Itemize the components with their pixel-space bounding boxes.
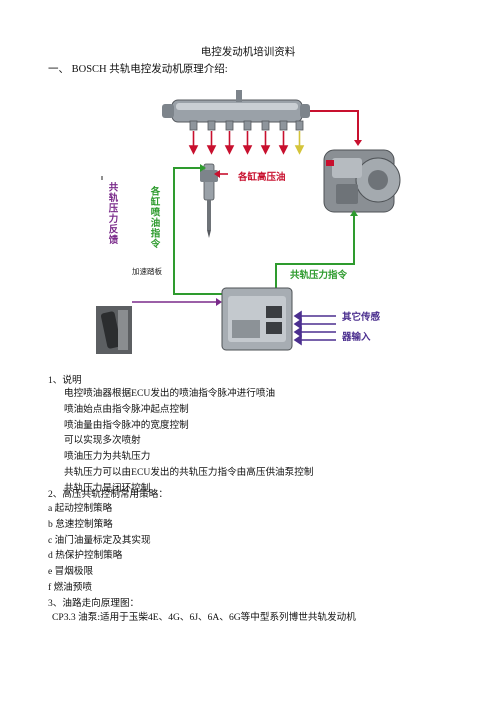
label-injector-command: 各缸喷油指令 (149, 185, 162, 249)
common-rail (162, 90, 310, 131)
list-item: f 燃油预喷 (48, 581, 92, 593)
section-1-list: 电控喷油器根据ECU发出的喷油指令脉冲进行喷油 喷油始点由指令脉冲起点控制 喷油… (64, 386, 313, 497)
common-rail-diagram: 共轨压力反馈 各缸喷油指令 各缸高压油 共轨压力指令 其它传感 器输入 加速踏板 (96, 90, 401, 354)
list-item: 电控喷油器根据ECU发出的喷油指令脉冲进行喷油 (64, 388, 276, 399)
rail-pressure-feedback-line (108, 94, 166, 178)
label-rail-pressure-command: 共轨压力指令 (290, 269, 348, 281)
sensor-input-arrows (293, 310, 336, 346)
list-item: 共轨压力是闭环控制 (64, 482, 151, 494)
section-3-body: CP3.3 油泵:适用于玉柴4E、4G、6J、6A、6G等中型系列博世共轨发动机 (52, 612, 356, 623)
section-2-list: a 起动控制策略 b 怠速控制策略 c 油门油量标定及其实现 d 热保护控制策略… (48, 501, 151, 596)
list-item: c 油门油量标定及其实现 (48, 534, 151, 546)
section-heading-bosch: 一、 BOSCH 共轨电控发动机原理介绍: (48, 64, 228, 75)
accelerator-pedal (96, 306, 132, 354)
rail-relief-arrow (294, 131, 305, 155)
label-accel-pedal: 加速踏板 (132, 266, 162, 276)
list-item: a 起动控制策略 (48, 503, 113, 514)
high-pressure-line (310, 110, 359, 142)
label-cylinder-high-pressure: 各缸高压油 (237, 171, 286, 183)
cylinder-pressure-arrows (188, 131, 289, 155)
section-1-title: 1、说明 (48, 375, 82, 386)
list-item: 喷油压力为共轨压力 (64, 451, 151, 463)
list-item: 喷油始点由指令脉冲起点控制 (64, 403, 189, 415)
document-title: 电控发动机培训资料 (200, 47, 296, 58)
list-item: 共轨压力可以由ECU发出的共轨压力指令由高压供油泵控制 (64, 466, 314, 478)
injector (200, 163, 218, 238)
rail-pressure-command-line (275, 212, 355, 290)
injector-command-line (173, 167, 224, 295)
list-item: d 热保护控制策略 (48, 550, 123, 562)
section-2-title: 2、高压共轨控制常用策略： (48, 489, 168, 500)
high-pressure-pump (323, 149, 401, 213)
label-other-sensor-1: 其它传感 (342, 311, 381, 323)
label-rail-pressure-feedback: 共轨压力反馈 (107, 181, 119, 245)
list-item: e 冒烟极限 (48, 566, 94, 578)
list-item: b 怠速控制策略 (48, 518, 113, 530)
ecu-unit (221, 287, 293, 351)
list-item: 可以实现多次喷射 (64, 435, 141, 447)
label-other-sensor-2: 器输入 (341, 331, 371, 343)
section-3-title: 3、油路走向原理图： (48, 598, 140, 609)
list-item: 喷油量由指令脉冲的宽度控制 (64, 419, 189, 431)
